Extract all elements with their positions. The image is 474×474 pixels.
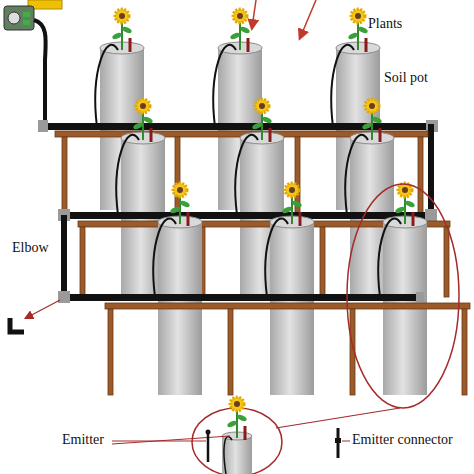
soil-pots-row-3: [158, 183, 427, 395]
elbow-callout: [10, 300, 60, 332]
part-label: Soil pot: [384, 70, 428, 86]
zoom-callout: [192, 184, 459, 474]
pointer-arrows: [252, 0, 316, 38]
part-label: Plants: [368, 16, 402, 32]
part-label: Emitter: [62, 432, 104, 448]
drip-pipe: [58, 219, 424, 303]
part-label: Emitter connector: [352, 432, 453, 448]
water-timer: [4, 0, 62, 124]
wooden-stand: [105, 303, 470, 395]
part-label: Elbow: [12, 240, 49, 256]
drip-pipe: [58, 135, 437, 299]
emitter-parts: [112, 428, 350, 462]
